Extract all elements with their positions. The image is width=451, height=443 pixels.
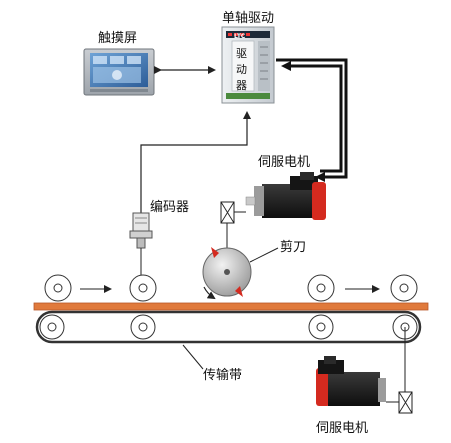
cutter-label: 剪刀 (280, 240, 307, 255)
shaft-coupling-icon (398, 391, 413, 414)
rotary-encoder-icon (129, 212, 153, 249)
touchscreen-device (83, 48, 155, 96)
touchscreen-label: 触摸屏 (98, 31, 138, 46)
servo-motor-top (245, 172, 326, 220)
motor-to-driver-line (281, 61, 343, 173)
feed-roller (307, 274, 335, 302)
encoder-label: 编码器 (150, 200, 190, 215)
encoder-feedback-line (140, 111, 251, 213)
driver-panel-char-1: 驱 (236, 47, 247, 60)
feed-roller (129, 274, 157, 302)
servo-motor-bottom-label: 伺服电机 (316, 421, 369, 436)
driver-brand-label: LTC (234, 33, 246, 40)
material-strip (33, 302, 429, 311)
servo-motor-top-label: 伺服电机 (258, 155, 311, 170)
feed-roller (44, 274, 72, 302)
shaft-coupling-icon (220, 201, 235, 224)
driver-panel-char-2: 动 (236, 63, 247, 76)
conveyor-belt (35, 310, 422, 344)
single-axis-driver-label: 单轴驱动 (222, 11, 275, 26)
servo-motor-bottom (316, 356, 386, 406)
driver-panel-char-3: 器 (236, 79, 247, 92)
servo-driver-device (221, 26, 275, 104)
rotary-knife-icon (202, 247, 252, 300)
driver-to-motor-line (276, 58, 348, 182)
conveyor-belt-label: 传输带 (203, 368, 243, 383)
feed-roller (390, 274, 418, 302)
